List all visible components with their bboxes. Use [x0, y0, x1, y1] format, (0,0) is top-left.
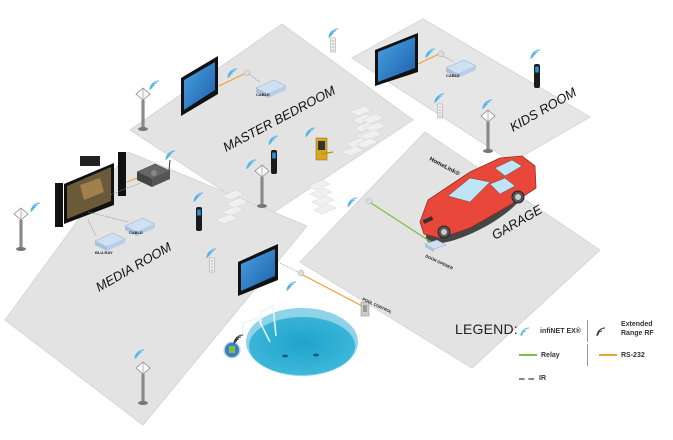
legend-relay-label: Relay [541, 352, 560, 359]
ir-emitter [243, 69, 251, 77]
ir-emitter [297, 269, 305, 277]
car [419, 155, 537, 244]
ir-line-media-3 [87, 219, 97, 237]
door-lock-master [315, 137, 334, 161]
rs232-line-master [218, 73, 245, 87]
cable-box-label: CABLE [256, 92, 270, 97]
legend-divider [587, 320, 588, 342]
legend-extended-rf-label: Extended Range RF [621, 321, 654, 337]
ir-emitter [437, 50, 445, 58]
cable-box-label: CABLE [446, 73, 460, 78]
antenna-media [13, 207, 29, 252]
rf-signal-icon [596, 327, 606, 337]
floor-garage [299, 131, 601, 369]
legend-infinet-label: infiNET EX® [540, 328, 581, 335]
ir-line-media-1 [109, 182, 141, 196]
bluray-label: BLU-RAY [95, 250, 113, 255]
keypad-kids [437, 103, 443, 119]
wifi-icon [286, 281, 297, 292]
pool [242, 304, 358, 376]
door-opener [424, 239, 447, 252]
rs232-line-pool [302, 274, 363, 307]
ir-line-pool [279, 262, 299, 273]
remote-master [271, 150, 277, 174]
rs232-line-media [126, 177, 138, 183]
wifi-icon [149, 80, 160, 91]
legend-title: LEGEND: [455, 321, 518, 337]
legend-divider [587, 344, 588, 366]
tv-pool [238, 244, 278, 296]
floor-master-bedroom [129, 23, 414, 219]
remote-media [196, 207, 202, 231]
av-receiver [136, 159, 171, 187]
relay-line-garage [370, 202, 432, 243]
wifi-icon [530, 49, 541, 60]
pool-controller [360, 301, 370, 317]
home-theater [55, 152, 126, 227]
pool-thermostat [223, 341, 241, 359]
relay-sensor [365, 197, 373, 205]
tv-kids-room [375, 33, 418, 86]
legend: LEGEND: infiNET EX® Extended Range RF Re… [455, 318, 673, 388]
wifi-icon [328, 28, 339, 39]
wifi-signal-icon [520, 327, 530, 337]
legend-ir-label: IR [539, 375, 546, 382]
tv-master-bedroom [181, 56, 218, 116]
rs232-line-kids [417, 53, 440, 65]
floor-kids-room [351, 18, 591, 163]
ir-line-swatch [519, 378, 534, 380]
keypad-master [330, 37, 336, 53]
legend-rs232-label: RS-232 [621, 352, 645, 359]
rs232-line-swatch [599, 354, 617, 356]
ir-line-media-2 [87, 211, 129, 223]
wifi-icon [30, 202, 41, 213]
stairs-garage [307, 179, 337, 215]
remote-kids [534, 64, 540, 88]
keypad-media [209, 257, 215, 273]
rf-signal-icon [233, 334, 244, 345]
cable-box-label: CABLE [129, 230, 143, 235]
relay-line-swatch [519, 354, 537, 356]
